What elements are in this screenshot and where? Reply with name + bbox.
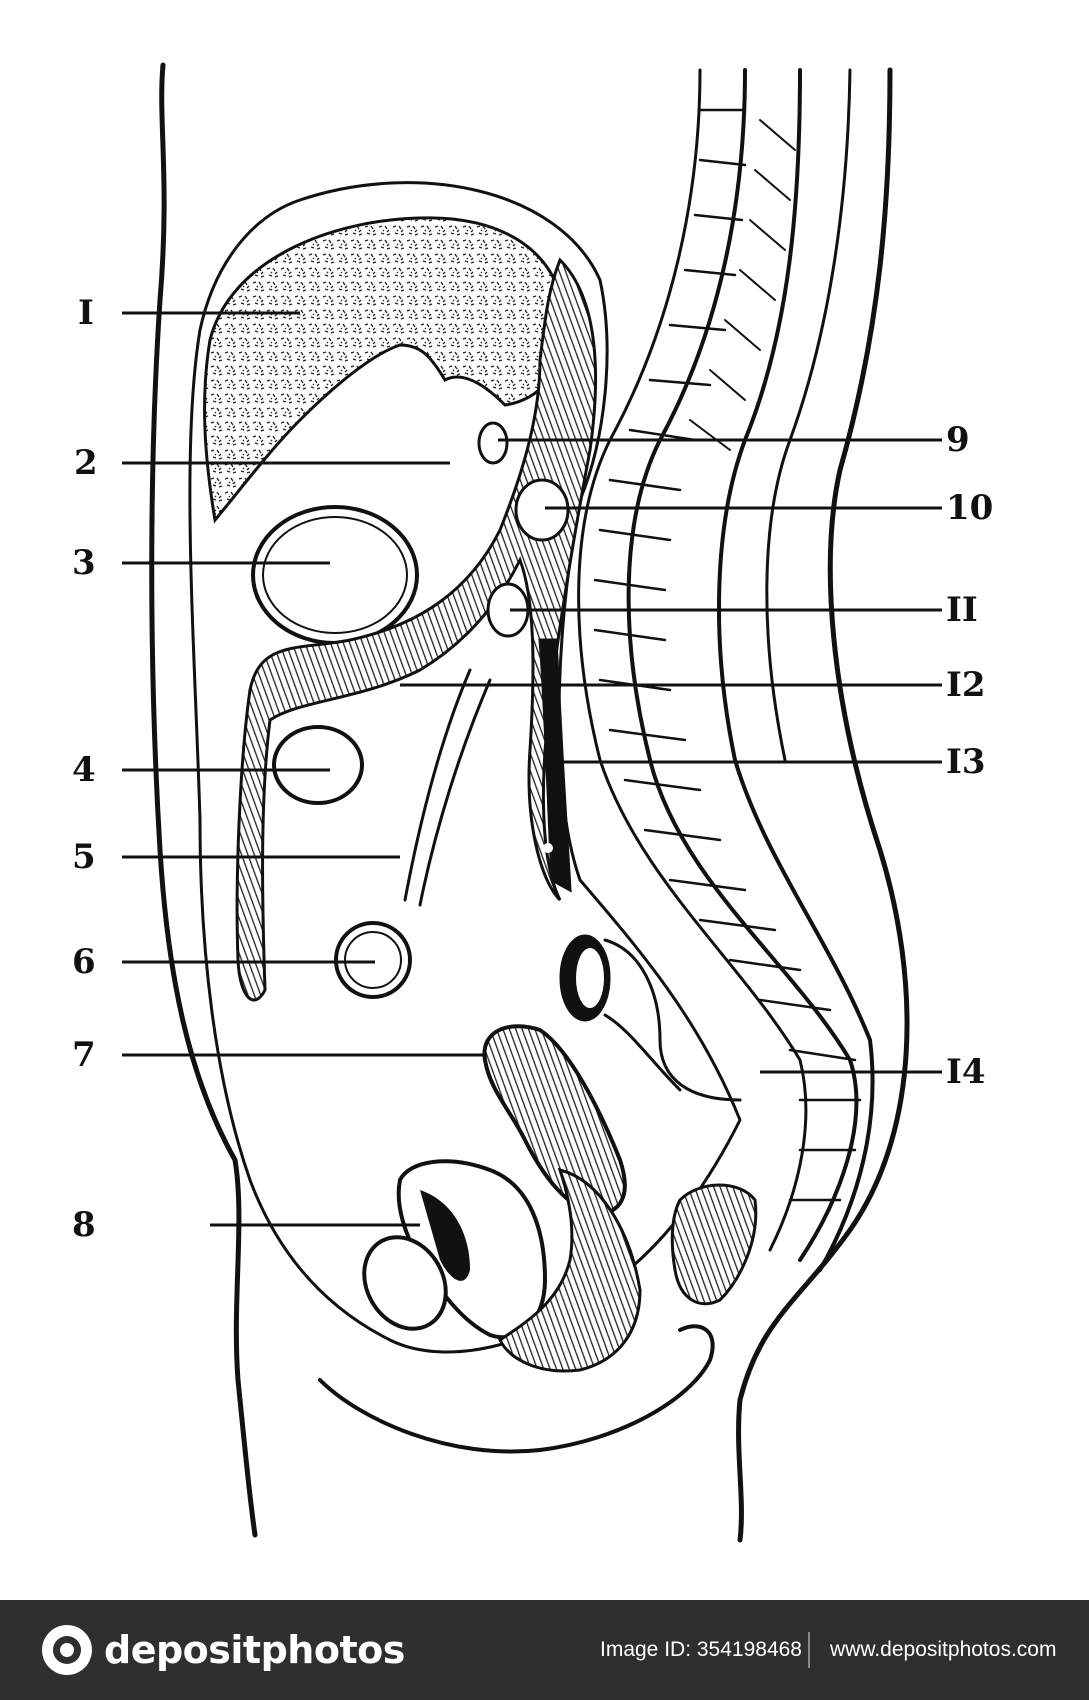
- label-1: I: [78, 293, 94, 333]
- pelvic-floor: [318, 1324, 715, 1454]
- label-9: 9: [946, 420, 970, 460]
- uterus: [482, 1024, 627, 1218]
- depositphotos-logo-icon: [42, 1625, 92, 1675]
- site-url-link[interactable]: www.depositphotos.com: [830, 1638, 1057, 1661]
- back-body-outline: [736, 67, 910, 1543]
- pancreas-duct: [477, 421, 509, 465]
- vagina: [498, 1167, 642, 1373]
- aorta: [538, 638, 572, 893]
- brand-name: depositphotos: [104, 1628, 405, 1672]
- image-id-text: Image ID: 354198468: [600, 1638, 802, 1661]
- liver: [203, 216, 567, 524]
- label-6: 6: [72, 942, 96, 982]
- label-8: 8: [72, 1205, 96, 1245]
- transverse-colon: [272, 725, 364, 805]
- label-7: 7: [72, 1035, 96, 1075]
- right-labels: 9 10 II I2 I3 I4: [946, 420, 993, 1092]
- mesentery-stalk: [403, 668, 492, 907]
- footer-divider: [808, 1632, 810, 1668]
- label-12: I2: [946, 665, 986, 705]
- small-intestine: [334, 921, 412, 999]
- label-4: 4: [72, 750, 96, 790]
- left-labels: I 2 3 4 5 6 7 8: [72, 293, 98, 1245]
- label-5: 5: [72, 837, 96, 877]
- vertebral-column: [577, 68, 875, 1272]
- label-leader-lines: [122, 311, 942, 1227]
- label-14: I4: [946, 1052, 986, 1092]
- duodenum-section: [514, 478, 570, 542]
- stomach: [251, 505, 419, 645]
- stock-footer-bar: depositphotos Image ID: 354198468 www.de…: [0, 1600, 1089, 1700]
- front-body-outline: [149, 62, 258, 1538]
- label-2: 2: [74, 443, 98, 483]
- label-11: II: [946, 590, 978, 630]
- label-3: 3: [72, 543, 96, 583]
- label-10: 10: [946, 488, 993, 528]
- pubic-bone: [362, 1235, 448, 1331]
- anatomical-section-diagram: I 2 3 4 5 6 7 8 9 10 II I2 I3 I4: [72, 62, 993, 1543]
- rectouterine-pouch: [670, 1183, 758, 1306]
- label-13: I3: [946, 742, 986, 782]
- brand-logo[interactable]: depositphotos: [40, 1623, 405, 1677]
